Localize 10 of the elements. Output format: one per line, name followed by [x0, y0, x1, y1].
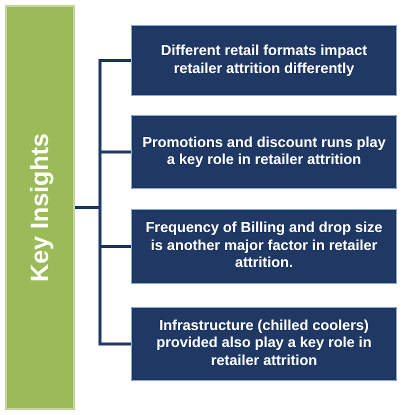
insight-text: Infrastructure (chilled coolers) provided also play a key role in retailer attrition	[155, 318, 373, 370]
insight-text: Frequency of Billing and drop size is another major factor in retailer attrition.	[144, 220, 384, 273]
insight-text: Different retail formats impact retailer attrition differently	[160, 43, 368, 78]
heading-text: Key Insights	[26, 133, 54, 282]
title-bar	[5, 5, 75, 410]
insight-box	[131, 209, 397, 284]
insight-box	[131, 25, 397, 96]
insight-box	[131, 307, 397, 381]
insight-text: Promotions and discount runs play a key role in retailer attrition	[141, 134, 387, 170]
insight-box	[131, 115, 397, 189]
